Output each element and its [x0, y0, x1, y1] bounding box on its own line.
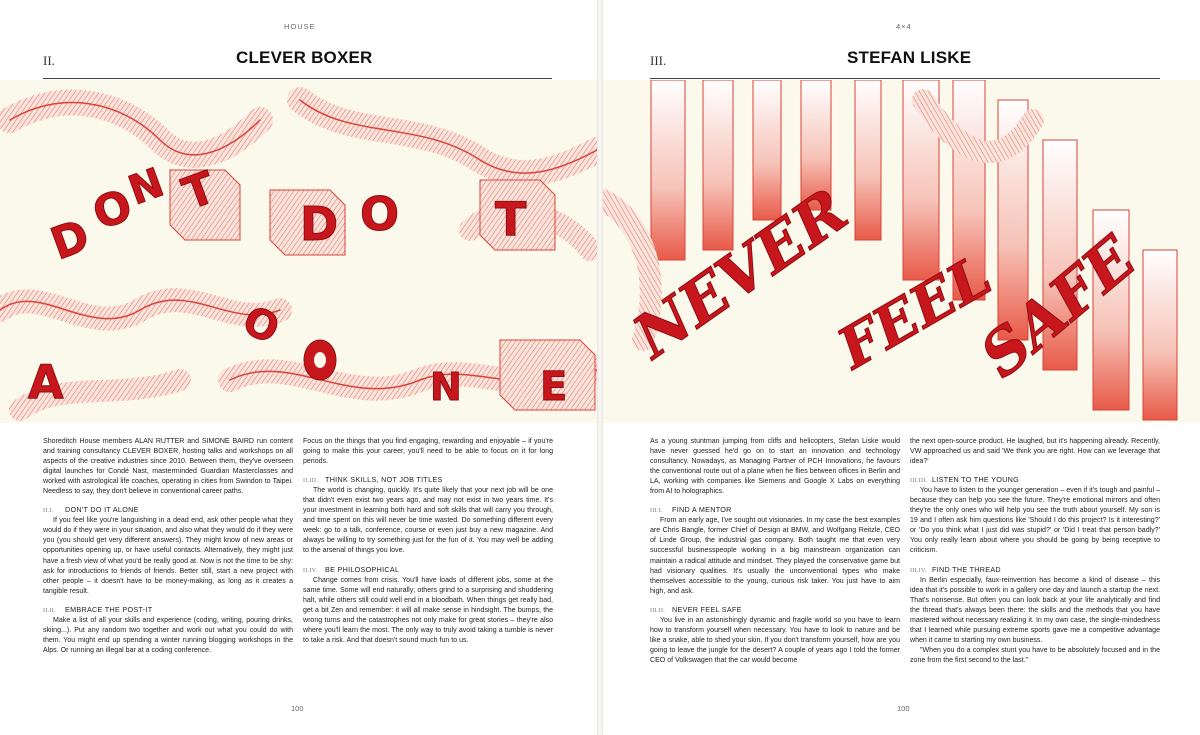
- subhead-number: II.III.: [303, 478, 319, 485]
- subhead: II.IV. BE PHILOSOPHICAL: [303, 565, 553, 576]
- subhead-title: NEVER FEEL SAFE: [672, 604, 742, 614]
- text-column-2: Focus on the things that you find engagi…: [303, 437, 553, 646]
- subhead: III.IV. FIND THE THREAD: [910, 565, 1160, 576]
- intro-paragraph: the next open-source product. He laughed…: [910, 438, 1160, 466]
- body-paragraph: Make a list of all your skills and exper…: [43, 616, 293, 654]
- art-letter: E: [540, 364, 567, 410]
- subhead-number: III.I.: [650, 508, 663, 515]
- isometric-lettering-art: D O N T D O T A O N E: [0, 80, 597, 423]
- intro-paragraph: Focus on the things that you find engagi…: [303, 438, 553, 466]
- text-column-2: the next open-source product. He laughed…: [910, 437, 1160, 666]
- subhead-number: III.III.: [910, 478, 928, 485]
- subhead-title: FIND THE THREAD: [932, 564, 1001, 574]
- body-paragraph: You have to listen to the younger genera…: [910, 487, 1160, 555]
- page-number: 100: [291, 704, 304, 713]
- body-paragraph: You live in an astonishingly dynamic and…: [650, 616, 900, 664]
- title-rule: [650, 78, 1160, 79]
- subhead-title: FIND A MENTOR: [672, 505, 732, 515]
- text-column-1: As a young stuntman jumping from cliffs …: [650, 437, 900, 666]
- left-page: HOUSE II. CLEVER BOXER: [0, 0, 597, 735]
- subhead-title: BE PHILOSOPHICAL: [325, 564, 400, 574]
- art-letter: A: [28, 355, 64, 409]
- body-paragraph: The world is changing, quickly. It's qui…: [303, 487, 553, 555]
- title-rule: [43, 78, 552, 79]
- subhead: II.II. EMBRACE THE POST-IT: [43, 605, 293, 616]
- art-letter: N: [430, 365, 462, 409]
- art-letter: O: [360, 187, 399, 241]
- subhead-title: THINK SKILLS, NOT JOB TITLES: [325, 475, 443, 485]
- subhead-number: II.I.: [43, 508, 54, 515]
- isometric-lettering-art: NEVER FEEL SAFE: [603, 80, 1200, 423]
- subhead: III.III. LISTEN TO THE YOUNG: [910, 475, 1160, 486]
- subhead-number: II.II.: [43, 607, 56, 614]
- subhead-number: III.II.: [650, 607, 666, 614]
- intro-paragraph: Shoreditch House members ALAN RUTTER and…: [43, 438, 293, 496]
- running-head: 4×4: [896, 22, 912, 31]
- running-head: HOUSE: [284, 22, 316, 31]
- intro-paragraph: As a young stuntman jumping from cliffs …: [650, 438, 900, 496]
- section-title: CLEVER BOXER: [236, 48, 373, 67]
- subhead: II.III. THINK SKILLS, NOT JOB TITLES: [303, 475, 553, 486]
- text-column-1: Shoreditch House members ALAN RUTTER and…: [43, 437, 293, 656]
- section-title: STEFAN LISKE: [847, 48, 972, 67]
- subhead-title: DON'T DO IT ALONE: [65, 505, 139, 515]
- section-number: III.: [650, 53, 667, 68]
- body-paragraph: In Berlin especially, faux-reinvention h…: [910, 576, 1160, 644]
- subhead: III.I. FIND A MENTOR: [650, 505, 900, 516]
- subhead-number: III.IV.: [910, 567, 927, 574]
- illustration-never-feel-safe: NEVER FEEL SAFE: [603, 80, 1200, 423]
- subhead: II.I. DON'T DO IT ALONE: [43, 505, 293, 516]
- spine-gutter: [597, 0, 603, 735]
- right-page: 4×4 III. STEFAN LISKE: [603, 0, 1200, 735]
- subhead-title: LISTEN TO THE YOUNG: [932, 475, 1020, 485]
- body-paragraph: Change comes from crisis. You'll have lo…: [303, 576, 553, 644]
- body-paragraph: If you feel like you're languishing in a…: [43, 517, 293, 595]
- page-number: 100: [897, 704, 910, 713]
- subhead-title: EMBRACE THE POST-IT: [65, 604, 153, 614]
- subhead-number: II.IV.: [303, 567, 318, 574]
- quote-paragraph: "When you do a complex stunt you have to…: [910, 646, 1160, 664]
- art-letter: D: [300, 197, 338, 251]
- subhead: III.II. NEVER FEEL SAFE: [650, 605, 900, 616]
- illustration-dont-do-it-alone: D O N T D O T A O N E: [0, 80, 597, 423]
- section-number: II.: [43, 53, 55, 68]
- art-letter: T: [495, 192, 527, 246]
- body-paragraph: From an early age, I've sought out visio…: [650, 517, 900, 595]
